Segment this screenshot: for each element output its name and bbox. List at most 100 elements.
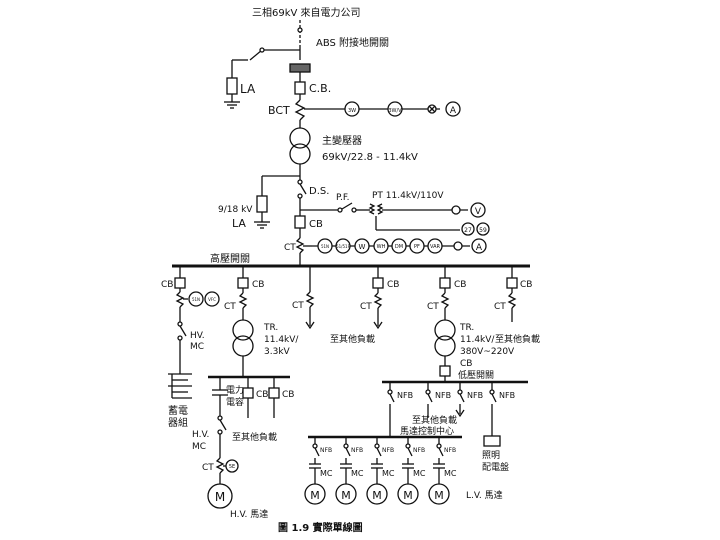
pf-label: P.F.: [336, 193, 349, 203]
svg-text:3W: 3W: [348, 108, 356, 114]
mc-label: MC: [413, 469, 426, 478]
f1-cb-label: CB: [161, 280, 173, 290]
lighting-line2: 配電盤: [482, 461, 509, 473]
lv-nfb-1: NFB: [397, 391, 413, 400]
f5-ct-label: CT: [427, 302, 439, 312]
lv-motor-5: [428, 483, 450, 505]
mc-label: MC: [444, 469, 457, 478]
cap-line1: 電力: [226, 384, 244, 396]
mc-label: MC: [382, 469, 395, 478]
ct-mid-label: CT: [284, 243, 296, 253]
svg-text:WH: WH: [377, 244, 386, 250]
lv-nfb-4: NFB: [499, 391, 515, 400]
lv-feeders: [387, 382, 501, 447]
mcc-nfb-label: NFB: [413, 447, 425, 454]
lv-motor-1: [304, 483, 326, 505]
lv-motor-2: [335, 483, 357, 505]
hv-motor-branch: 5E M: [207, 406, 239, 509]
hvmc1-line1: HV.: [190, 331, 205, 341]
svg-text:51N: 51N: [321, 244, 329, 249]
hvmc2-line2: MC: [192, 442, 206, 452]
f6-cb-label: CB: [520, 280, 532, 290]
main-tr-line2: 69kV/22.8 - 11.4kV: [322, 152, 418, 163]
relay-group-left: 51N VFC: [183, 291, 220, 307]
la-top-label: LA: [240, 82, 256, 96]
feeder-2: [232, 266, 254, 376]
abs-block: [289, 63, 311, 73]
mcc-nfb-contact: [343, 443, 349, 449]
la-mid-branch: [261, 175, 300, 196]
svg-text:W: W: [359, 243, 366, 251]
hv-bus-label: 高壓開關: [210, 252, 250, 265]
main-tr-line1: 主變壓器: [322, 134, 362, 147]
svg-text:DM: DM: [395, 244, 403, 250]
lv-motor-label-1: M: [310, 489, 320, 502]
battery-symbol: [168, 373, 192, 399]
lv-bus-label: 低壓開關: [458, 369, 494, 381]
lv-motor-label-2: M: [341, 489, 351, 502]
mcc-nfb-label: NFB: [382, 447, 394, 454]
mcc-nfb-contact: [374, 443, 380, 449]
lv-motor-label-5: M: [434, 489, 444, 502]
sub-cb-label-1: CB: [256, 390, 268, 400]
mcc-nfb-label: NFB: [351, 447, 363, 454]
meter-row-3: 51N 51/51F W WH DM PF VAR A: [312, 238, 487, 254]
mc-label: MC: [320, 469, 333, 478]
ground-symbol: [254, 212, 270, 229]
pt-label: PT 11.4kV/110V: [372, 191, 444, 201]
lv-nfb-2: NFB: [435, 391, 451, 400]
source-label: 三相69kV 來自電力公司: [252, 6, 361, 19]
tr2-line3: 380V~220V: [460, 347, 515, 357]
la-mid-label: LA: [232, 217, 246, 230]
svg-text:A: A: [450, 106, 457, 116]
capacitor-branch: [212, 377, 228, 406]
battery-line2: 器組: [168, 416, 188, 429]
other-load-left: 至其他負載: [232, 431, 277, 443]
svg-text:27: 27: [464, 227, 472, 234]
svg-text:VFC: VFC: [208, 297, 216, 302]
mcc-nfb-label: NFB: [444, 447, 456, 454]
mcc-line2: 馬達控制中心: [400, 425, 454, 437]
bct-label: BCT: [268, 104, 290, 117]
feeder-6: [506, 266, 518, 322]
lv-nfb-3: NFB: [467, 391, 483, 400]
bct-symbol: [294, 99, 306, 121]
hvmc2-line1: H.V.: [192, 430, 209, 440]
feeder-1: [174, 266, 187, 374]
hv-motor-label: H.V. 馬達: [230, 508, 268, 520]
svg-text:VAR: VAR: [430, 244, 441, 250]
mcc-nfb-contact: [436, 443, 442, 449]
f2-ct-label: CT: [224, 302, 236, 312]
tr2-side: 至其他負載: [495, 333, 540, 345]
tr2-cb-label: CB: [460, 359, 472, 369]
ct-mid-symbol: [295, 237, 305, 254]
hv-motor-ct-label: CT: [202, 463, 214, 473]
pt-symbol: [368, 203, 384, 215]
sub-cb-label-2: CB: [282, 390, 294, 400]
svg-text:51/51F: 51/51F: [336, 244, 351, 249]
figure-caption: 圖 1.9 實際單線圖: [278, 521, 363, 534]
lv-motor-label: L.V. 馬達: [466, 489, 503, 501]
battery-line1: 蓄電: [168, 405, 188, 417]
f5-cb-label: CB: [454, 280, 466, 290]
f4-ct-label: CT: [360, 302, 372, 312]
tr2-line2: 11.4kV/: [460, 335, 495, 345]
cap-line2: 電容: [226, 396, 244, 408]
la-mid-symbol: [256, 195, 268, 213]
cb-top-label: C.B.: [309, 82, 331, 95]
mc-label: MC: [351, 469, 364, 478]
la-mid-rating: 9/18 kV: [218, 205, 253, 215]
mcc-nfb-label: NFB: [320, 447, 332, 454]
lv-motor-3: [366, 483, 388, 505]
feeder-5: [434, 266, 456, 382]
feeder-4: [372, 266, 384, 330]
svg-text:51N: 51N: [192, 297, 200, 302]
abs-label: ABS 附接地開關: [316, 36, 389, 49]
feeder-3: [305, 266, 315, 330]
cb-top-symbol: [294, 81, 306, 95]
tr2-line1: TR.: [459, 323, 474, 333]
cb-mid-symbol: [294, 215, 306, 229]
ds-label: D.S.: [309, 186, 329, 197]
svg-text:59: 59: [479, 227, 487, 234]
